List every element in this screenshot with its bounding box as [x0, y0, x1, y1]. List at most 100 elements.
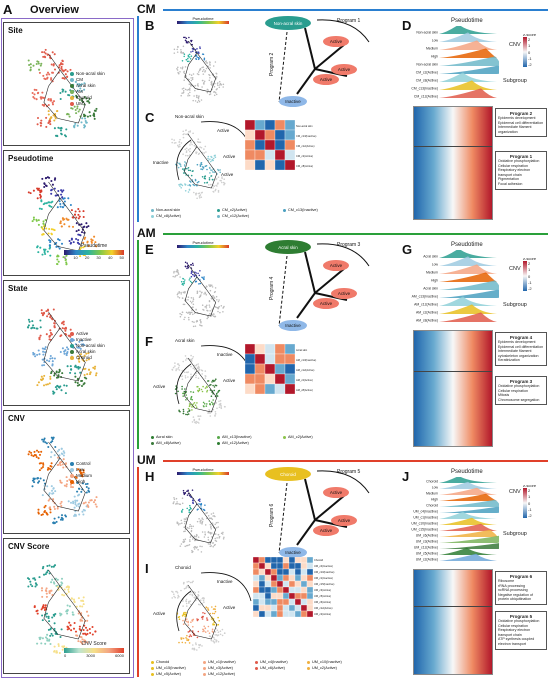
heatmap-cell — [288, 586, 296, 594]
overview-point — [40, 513, 43, 517]
overview-point — [48, 591, 51, 594]
heatmap-cell — [288, 610, 296, 618]
panel-letter-f: F — [145, 334, 153, 349]
subgroup-point — [192, 391, 195, 394]
section-rule — [163, 460, 548, 462]
legend-label: AM_c8(Active) — [156, 441, 181, 445]
subgroup-point — [197, 138, 200, 141]
overview-point — [50, 192, 53, 195]
overview-point — [94, 365, 97, 368]
ridge — [439, 493, 497, 501]
overview-point — [40, 589, 44, 592]
overview-point — [68, 605, 71, 608]
overview-point — [64, 258, 67, 261]
pseudotime-point — [201, 523, 203, 525]
pseudotime-point — [204, 504, 206, 506]
subgroup-point — [191, 170, 194, 173]
overview-point — [45, 73, 48, 76]
subgroup-point — [187, 624, 190, 626]
heatmap-cell — [300, 598, 308, 606]
overview-point — [92, 112, 95, 115]
pseudotime-point — [209, 67, 211, 69]
cnv-group-label: CNV — [509, 42, 521, 48]
overview-point — [72, 613, 75, 616]
subgroup-point — [189, 600, 192, 603]
heatmap-cell — [274, 120, 286, 131]
subgroup-point — [180, 186, 183, 189]
overview-point — [63, 350, 66, 353]
pseudotime-point — [201, 86, 203, 88]
pseudotime-point — [203, 293, 205, 295]
subgroup-point — [215, 640, 218, 643]
subgroup-point — [183, 587, 186, 590]
subgroup-point — [178, 615, 181, 618]
overview-point — [51, 183, 54, 186]
subgroup-point — [191, 619, 193, 622]
pseudotime-point — [213, 94, 216, 97]
zscore-label: z-score — [523, 256, 537, 261]
overview-point — [34, 355, 37, 358]
heatmap-cell — [306, 598, 314, 606]
legend-item: CM — [70, 77, 105, 83]
overview-point — [49, 254, 52, 257]
overview-point — [41, 91, 44, 94]
overview-umap — [26, 308, 98, 395]
ridge — [439, 65, 499, 74]
ridge-label: UM_c2(Active) — [416, 558, 438, 562]
subgroup-point — [208, 178, 211, 181]
overview-point — [63, 223, 66, 226]
pseudotime-point — [208, 300, 211, 303]
overview-point — [78, 625, 81, 628]
pseudotime-point — [209, 532, 212, 534]
overview-point — [45, 595, 48, 598]
overview-point — [51, 634, 54, 637]
pseudotime-point — [197, 51, 200, 53]
overview-point — [75, 476, 78, 479]
pseudotime-point — [190, 51, 192, 53]
overview-point — [46, 637, 49, 640]
subgroup-point — [188, 601, 190, 604]
overview-point — [75, 230, 78, 233]
legend-dot — [283, 435, 286, 439]
overview-point — [51, 103, 55, 106]
subgroup-point — [210, 156, 213, 159]
overview-point — [30, 451, 33, 454]
subgroup-point — [197, 591, 200, 593]
pseudotime-point — [179, 312, 181, 315]
legend-item: UM_c6(Active) — [255, 665, 307, 671]
pseudotime-point — [190, 272, 193, 274]
heatmap-cell — [294, 562, 302, 570]
overview-point — [55, 262, 59, 266]
subgroup-point — [189, 629, 191, 632]
subgroup-point — [194, 421, 196, 424]
subgroup-point — [220, 181, 223, 184]
heatmap-cell — [264, 353, 276, 365]
overview-point — [85, 226, 88, 229]
subgroup-point — [201, 165, 204, 168]
pseudotime-point — [190, 74, 193, 76]
overview-point — [78, 98, 81, 101]
pseudotime-point — [189, 525, 191, 528]
pseudotime-point — [190, 525, 193, 527]
overview-point — [37, 508, 40, 511]
overview-point — [83, 509, 86, 512]
subgroup-point — [214, 189, 217, 192]
overview-point — [82, 502, 85, 505]
overview-point — [69, 203, 72, 207]
overview-point — [56, 507, 59, 510]
heatmap-cell — [264, 129, 276, 141]
overview-point — [31, 479, 35, 482]
cnv-group-label: CNV — [509, 489, 521, 495]
pseudotime-point — [212, 515, 214, 517]
overview-point — [28, 450, 31, 453]
overview-point — [44, 56, 47, 59]
subgroup-point — [207, 607, 209, 609]
overview-point — [84, 483, 87, 486]
overview-point — [32, 351, 35, 354]
subgroup-point — [190, 373, 192, 376]
legend-item: CM_c12(Active) — [217, 213, 283, 219]
overview-point — [66, 350, 69, 354]
subgroup-point — [219, 633, 222, 636]
